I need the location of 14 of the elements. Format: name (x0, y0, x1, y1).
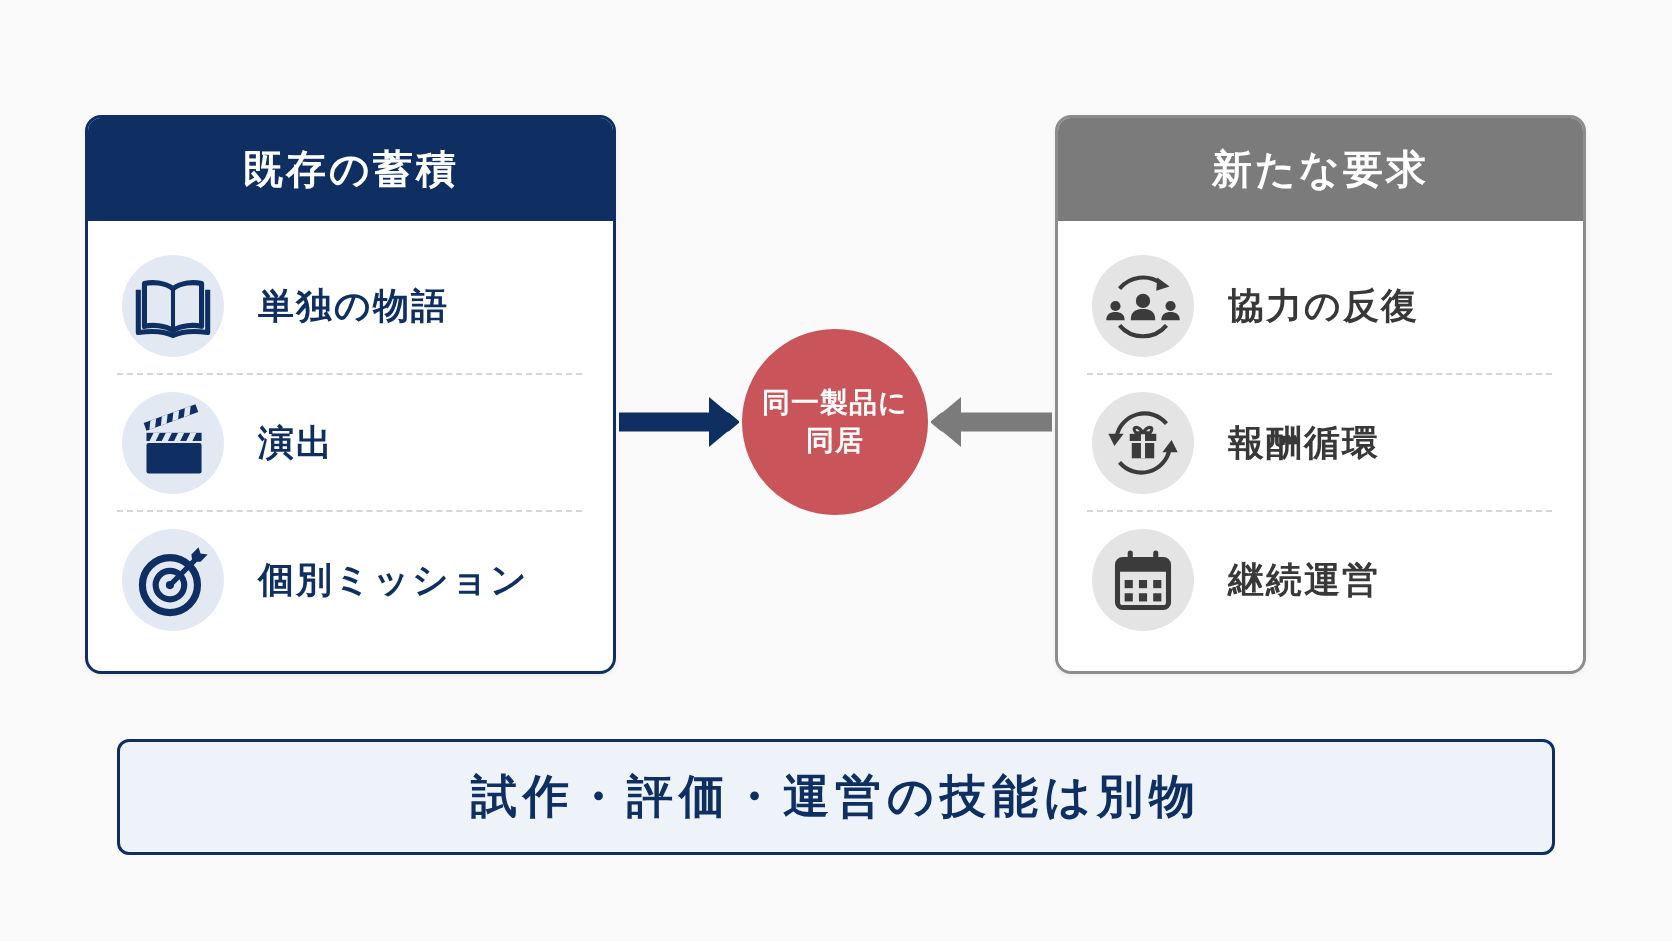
highlight-circle: 同一製品に同居 (742, 329, 928, 515)
item-label: 報酬循環 (1228, 421, 1380, 465)
item-label: 継続運営 (1228, 558, 1380, 602)
panel-card (85, 115, 616, 674)
item-label: 個別ミッション (258, 558, 529, 602)
arrow (931, 397, 1052, 447)
item-label: 単独の物語 (258, 284, 449, 328)
panel-header: 新たな要求 (1058, 118, 1583, 221)
item-label: 協力の反復 (1228, 284, 1419, 328)
item-label: 演出 (258, 421, 334, 465)
panel-card (1055, 115, 1586, 674)
summary-banner: 試作・評価・運営の技能は別物 (117, 739, 1555, 855)
arrow (619, 397, 739, 447)
panel-header: 既存の蓄積 (88, 118, 613, 221)
